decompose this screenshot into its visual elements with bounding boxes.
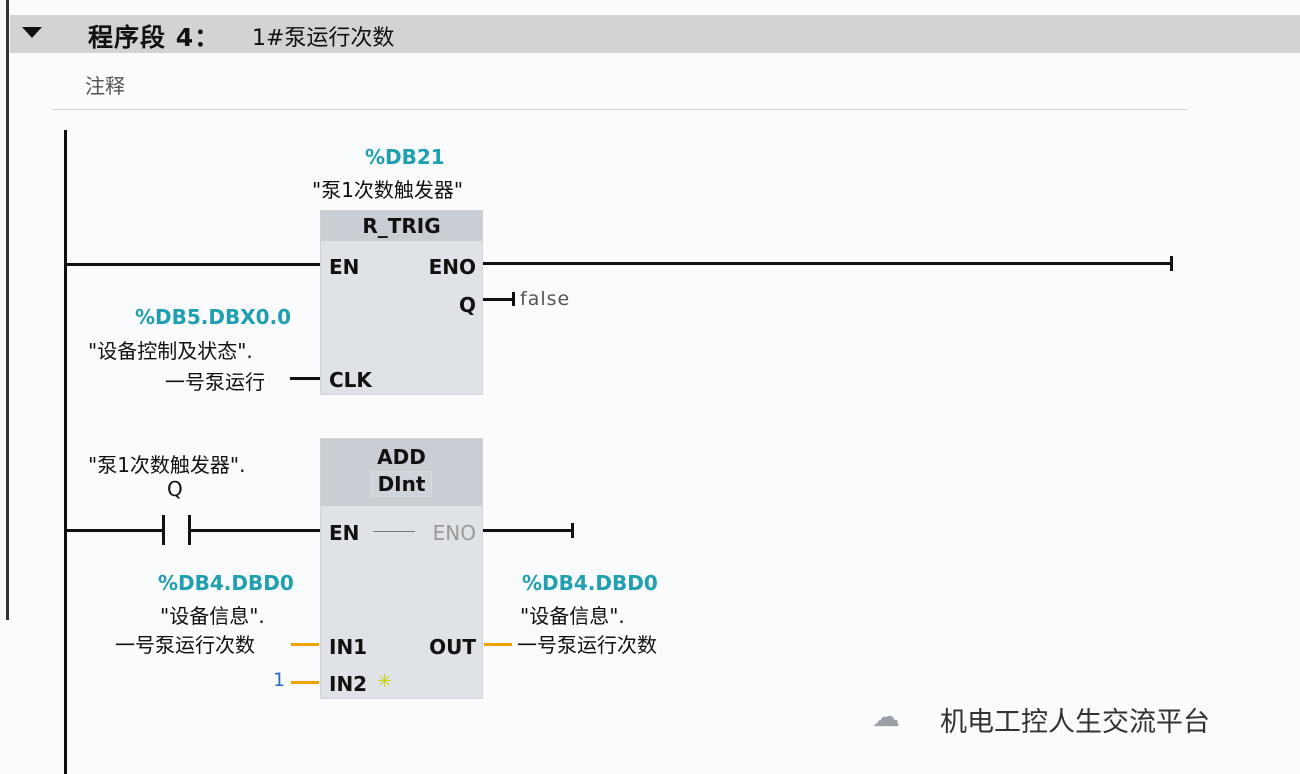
comment-text: 注释 bbox=[85, 74, 125, 98]
rung2-wire-en bbox=[190, 529, 320, 532]
clk-tag-member: 一号泵运行 bbox=[165, 370, 265, 394]
rung2-end-tick bbox=[571, 523, 574, 538]
wechat-icon: ☁ bbox=[872, 700, 900, 733]
in1-wire bbox=[291, 643, 319, 646]
out-wire bbox=[484, 643, 512, 646]
rung1-wire-en bbox=[66, 263, 320, 266]
rtrig-pin-en: EN bbox=[329, 255, 360, 279]
contact-tag-member: Q bbox=[167, 477, 183, 501]
clk-address: %DB5.DBX0.0 bbox=[135, 305, 292, 329]
watermark: 机电工控人生交流平台 bbox=[940, 707, 1210, 738]
collapse-triangle-icon[interactable] bbox=[22, 27, 42, 38]
rung2-wire-eno bbox=[483, 529, 573, 532]
contact-right-bar[interactable] bbox=[188, 515, 191, 545]
rung2-wire-left bbox=[66, 529, 162, 532]
contact-tag-name: "泵1次数触发器". bbox=[88, 453, 246, 477]
out-tag-member: 一号泵运行次数 bbox=[517, 633, 657, 657]
out-address: %DB4.DBD0 bbox=[522, 571, 658, 595]
add-input-star-icon[interactable]: ✳ bbox=[377, 671, 393, 692]
q-value: false bbox=[520, 288, 571, 310]
power-rail bbox=[64, 130, 67, 774]
add-pin-in1: IN1 bbox=[329, 635, 368, 659]
in1-address: %DB4.DBD0 bbox=[158, 571, 294, 595]
rung1-wire-eno bbox=[483, 262, 1173, 265]
rtrig-db-address: %DB21 bbox=[365, 145, 445, 169]
editor-left-border bbox=[6, 0, 9, 620]
en-eno-link bbox=[373, 531, 415, 532]
network-name[interactable]: 1#泵运行次数 bbox=[252, 26, 395, 51]
q-wire-tick bbox=[512, 292, 515, 306]
rtrig-block[interactable]: R_TRIG EN ENO Q CLK bbox=[320, 210, 483, 395]
add-block[interactable]: ADD DInt EN ENO IN1 OUT IN2 ✳ bbox=[320, 438, 483, 699]
clk-tag-name: "设备控制及状态". bbox=[88, 339, 253, 363]
in1-tag-member: 一号泵运行次数 bbox=[115, 633, 255, 657]
in2-value[interactable]: 1 bbox=[273, 669, 286, 691]
clk-wire bbox=[290, 377, 320, 380]
add-pin-out: OUT bbox=[429, 635, 476, 659]
add-header: ADD DInt bbox=[321, 439, 482, 506]
network-header[interactable] bbox=[10, 15, 1300, 53]
q-wire bbox=[483, 298, 513, 301]
network-comment[interactable]: 注释 bbox=[52, 64, 1187, 110]
add-pin-en: EN bbox=[329, 521, 360, 545]
add-type: ADD bbox=[377, 445, 426, 469]
add-pin-in2: IN2 bbox=[329, 672, 368, 696]
out-tag-name: "设备信息". bbox=[520, 604, 625, 628]
rtrig-pin-q: Q bbox=[458, 293, 476, 317]
network-title: 程序段 4： bbox=[88, 23, 221, 52]
add-datatype[interactable]: DInt bbox=[370, 471, 433, 497]
contact-left-bar[interactable] bbox=[162, 515, 165, 545]
in1-tag-name: "设备信息". bbox=[160, 604, 265, 628]
rtrig-type: R_TRIG bbox=[321, 211, 482, 241]
add-pin-eno: ENO bbox=[432, 521, 476, 545]
rtrig-pin-clk: CLK bbox=[329, 368, 372, 392]
rtrig-pin-eno: ENO bbox=[428, 255, 476, 279]
rtrig-instance-name: "泵1次数触发器" bbox=[312, 178, 464, 202]
in2-wire bbox=[291, 681, 319, 684]
rung1-end-tick bbox=[1170, 256, 1173, 271]
